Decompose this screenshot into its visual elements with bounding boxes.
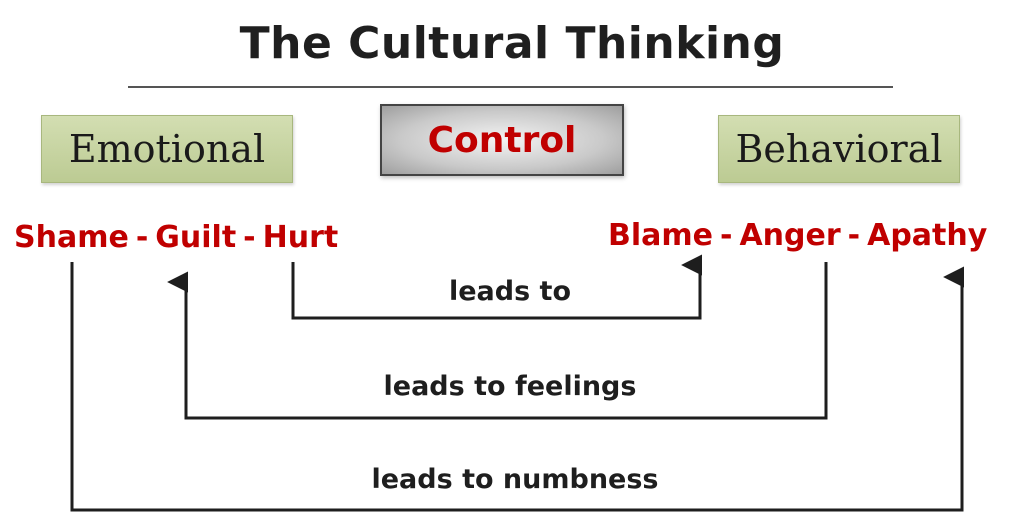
- emotional-terms: Shame - Guilt - Hurt: [14, 220, 338, 255]
- connector-anger-to-guilt: [167, 262, 828, 420]
- term-blame: Blame: [608, 218, 713, 253]
- term-separator: -: [243, 220, 256, 255]
- term-hurt: Hurt: [262, 220, 339, 255]
- term-anger: Anger: [739, 218, 841, 253]
- behavioral-box-label: Behavioral: [735, 127, 943, 171]
- connector-shame-to-apathy: [70, 262, 965, 512]
- term-separator: -: [135, 220, 149, 255]
- connector-hurt-to-blame: [291, 254, 703, 320]
- behavioral-box: Behavioral: [718, 115, 960, 183]
- emotional-box-label: Emotional: [68, 127, 266, 171]
- control-box: Control: [380, 104, 624, 176]
- term-separator: -: [720, 218, 733, 253]
- diagram-title: The Cultural Thinking: [239, 18, 785, 69]
- emotional-box: Emotional: [41, 115, 293, 183]
- title-underline: [128, 86, 893, 88]
- term-guilt: Guilt: [155, 220, 237, 255]
- label-leads-to-numbness: leads to numbness: [371, 464, 659, 495]
- behavioral-terms: Blame - Anger - Apathy: [608, 218, 987, 253]
- control-box-label: Control: [427, 119, 577, 161]
- term-apathy: Apathy: [867, 218, 988, 253]
- label-leads-to-feelings: leads to feelings: [383, 371, 637, 402]
- term-shame: Shame: [14, 220, 129, 255]
- term-separator: -: [847, 218, 861, 253]
- label-leads-to: leads to: [448, 276, 572, 307]
